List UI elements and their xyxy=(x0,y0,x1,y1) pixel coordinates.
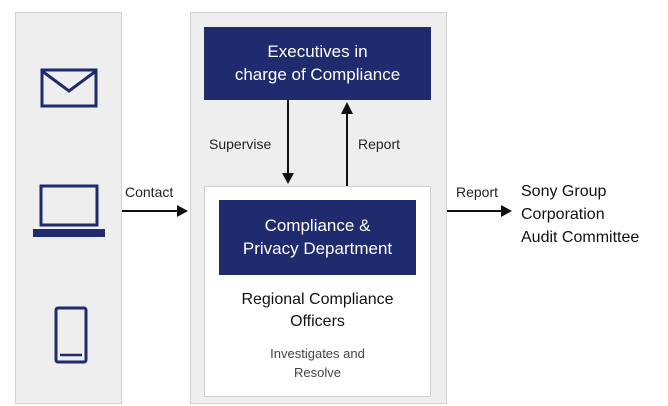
investigates-label: Investigates and Resolve xyxy=(204,344,431,382)
smartphone-icon xyxy=(54,306,88,364)
audit-line3: Audit Committee xyxy=(521,229,640,246)
supervise-arrowhead xyxy=(282,173,294,184)
laptop-icon xyxy=(33,184,105,237)
contact-arrowhead xyxy=(177,205,188,217)
investigates-line2: Resolve xyxy=(294,365,341,380)
department-box: Compliance & Privacy Department xyxy=(219,200,416,275)
officers-line2: Officers xyxy=(290,313,345,330)
report-right-label: Report xyxy=(456,184,499,200)
officers-line1: Regional Compliance xyxy=(241,291,394,308)
regional-officers-label: Regional Compliance Officers xyxy=(204,289,431,333)
contact-channels-panel xyxy=(15,12,122,404)
supervise-label: Supervise xyxy=(209,136,272,152)
department-line2: Privacy Department xyxy=(242,239,393,258)
executives-box: Executives in charge of Compliance xyxy=(204,27,431,100)
report-right-arrowhead xyxy=(501,205,512,217)
investigates-line1: Investigates and xyxy=(270,346,365,361)
audit-line1: Sony Group xyxy=(521,183,607,200)
audit-line2: Corporation xyxy=(521,206,605,223)
envelope-icon xyxy=(40,68,98,108)
report-up-arrowhead xyxy=(341,102,353,114)
contact-label: Contact xyxy=(125,184,174,200)
department-line1: Compliance & xyxy=(264,216,371,235)
executives-line1: Executives in xyxy=(267,42,368,61)
executives-line2: charge of Compliance xyxy=(234,65,401,84)
audit-committee-label: Sony Group Corporation Audit Committee xyxy=(521,180,639,249)
report-up-label: Report xyxy=(358,136,401,152)
